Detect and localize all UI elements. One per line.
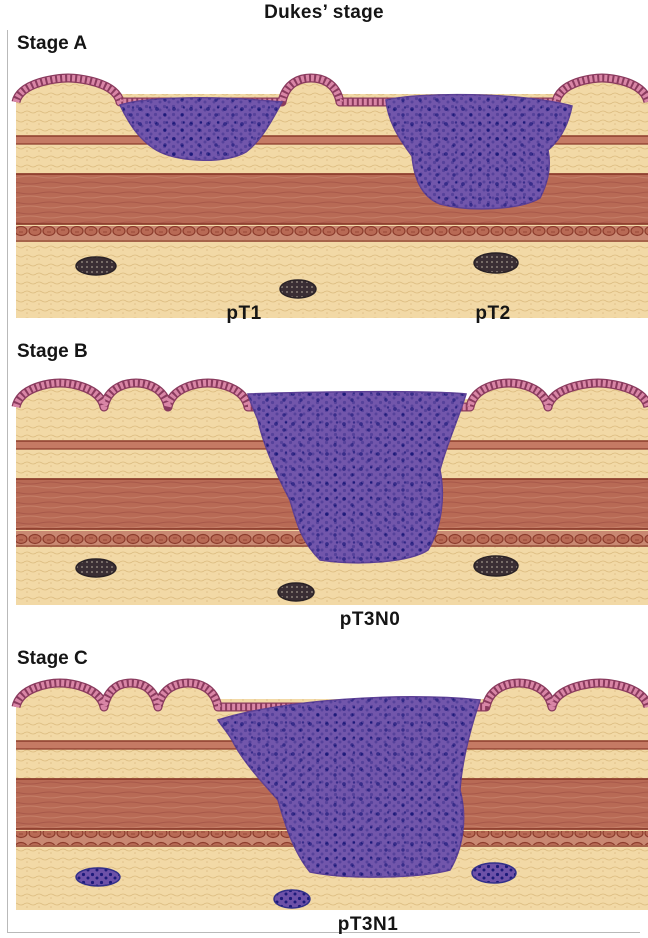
lymph-node	[474, 556, 518, 576]
lymph-node	[76, 559, 116, 577]
lymph-node-invaded	[274, 890, 310, 908]
panel-stage-a	[16, 78, 648, 318]
lymph-node-invaded	[76, 868, 120, 886]
pt2-label: pT2	[475, 303, 510, 325]
lymph-node	[76, 257, 116, 275]
pt3n0-label: pT3N0	[340, 609, 401, 631]
pt1-label: pT1	[226, 303, 261, 325]
pt3n1-label: pT3N1	[338, 914, 399, 936]
lymph-node-invaded	[472, 863, 516, 883]
diagram-title: Dukes’ stage	[0, 2, 648, 24]
stage-b-label: Stage B	[17, 341, 88, 363]
lymph-node	[474, 253, 518, 273]
stage-a-label: Stage A	[17, 33, 87, 55]
lymph-node	[280, 280, 316, 298]
stage-c-label: Stage C	[17, 648, 88, 670]
lymph-node	[278, 583, 314, 601]
panel-stage-c	[16, 683, 648, 910]
panel-stage-b	[16, 383, 648, 605]
muscularis-propria-circular	[16, 174, 648, 224]
muscularis-propria-longitudinal	[16, 226, 648, 240]
